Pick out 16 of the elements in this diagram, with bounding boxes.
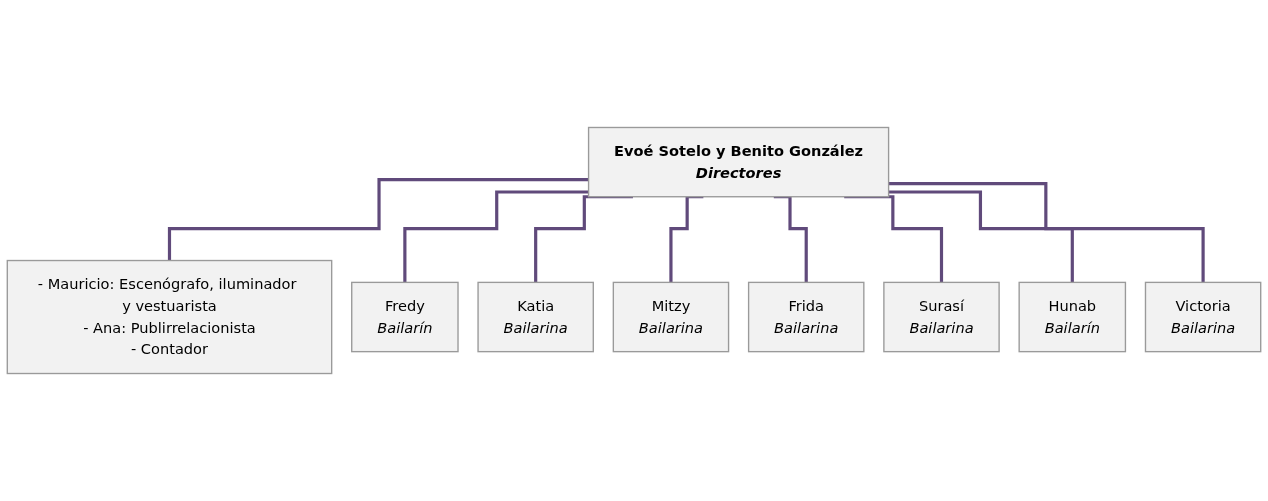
node-box: Evoé Sotelo y Benito González Directores [587,126,890,198]
connector [534,195,633,284]
node-box: Katia Bailarina [477,281,594,353]
connector [844,195,944,284]
connector [888,182,1205,284]
connector [669,195,704,284]
node-box: Mitzy Bailarina [612,281,730,353]
node-box: - Mauricio: Escenógrafo, iluminador y vestuarista - Ana: Publirrelacionista - Contador [6,259,333,375]
node-box: Frida Bailarina [747,281,865,353]
node-box: Hunab Bailarín [1018,281,1127,353]
connector [773,195,808,284]
node-box: Surasí Bailarina [883,281,1000,353]
node-box: Fredy Bailarín [351,281,459,353]
connector [403,190,589,284]
node-box: Victoria Bailarina [1144,281,1262,353]
connector [888,190,1074,284]
